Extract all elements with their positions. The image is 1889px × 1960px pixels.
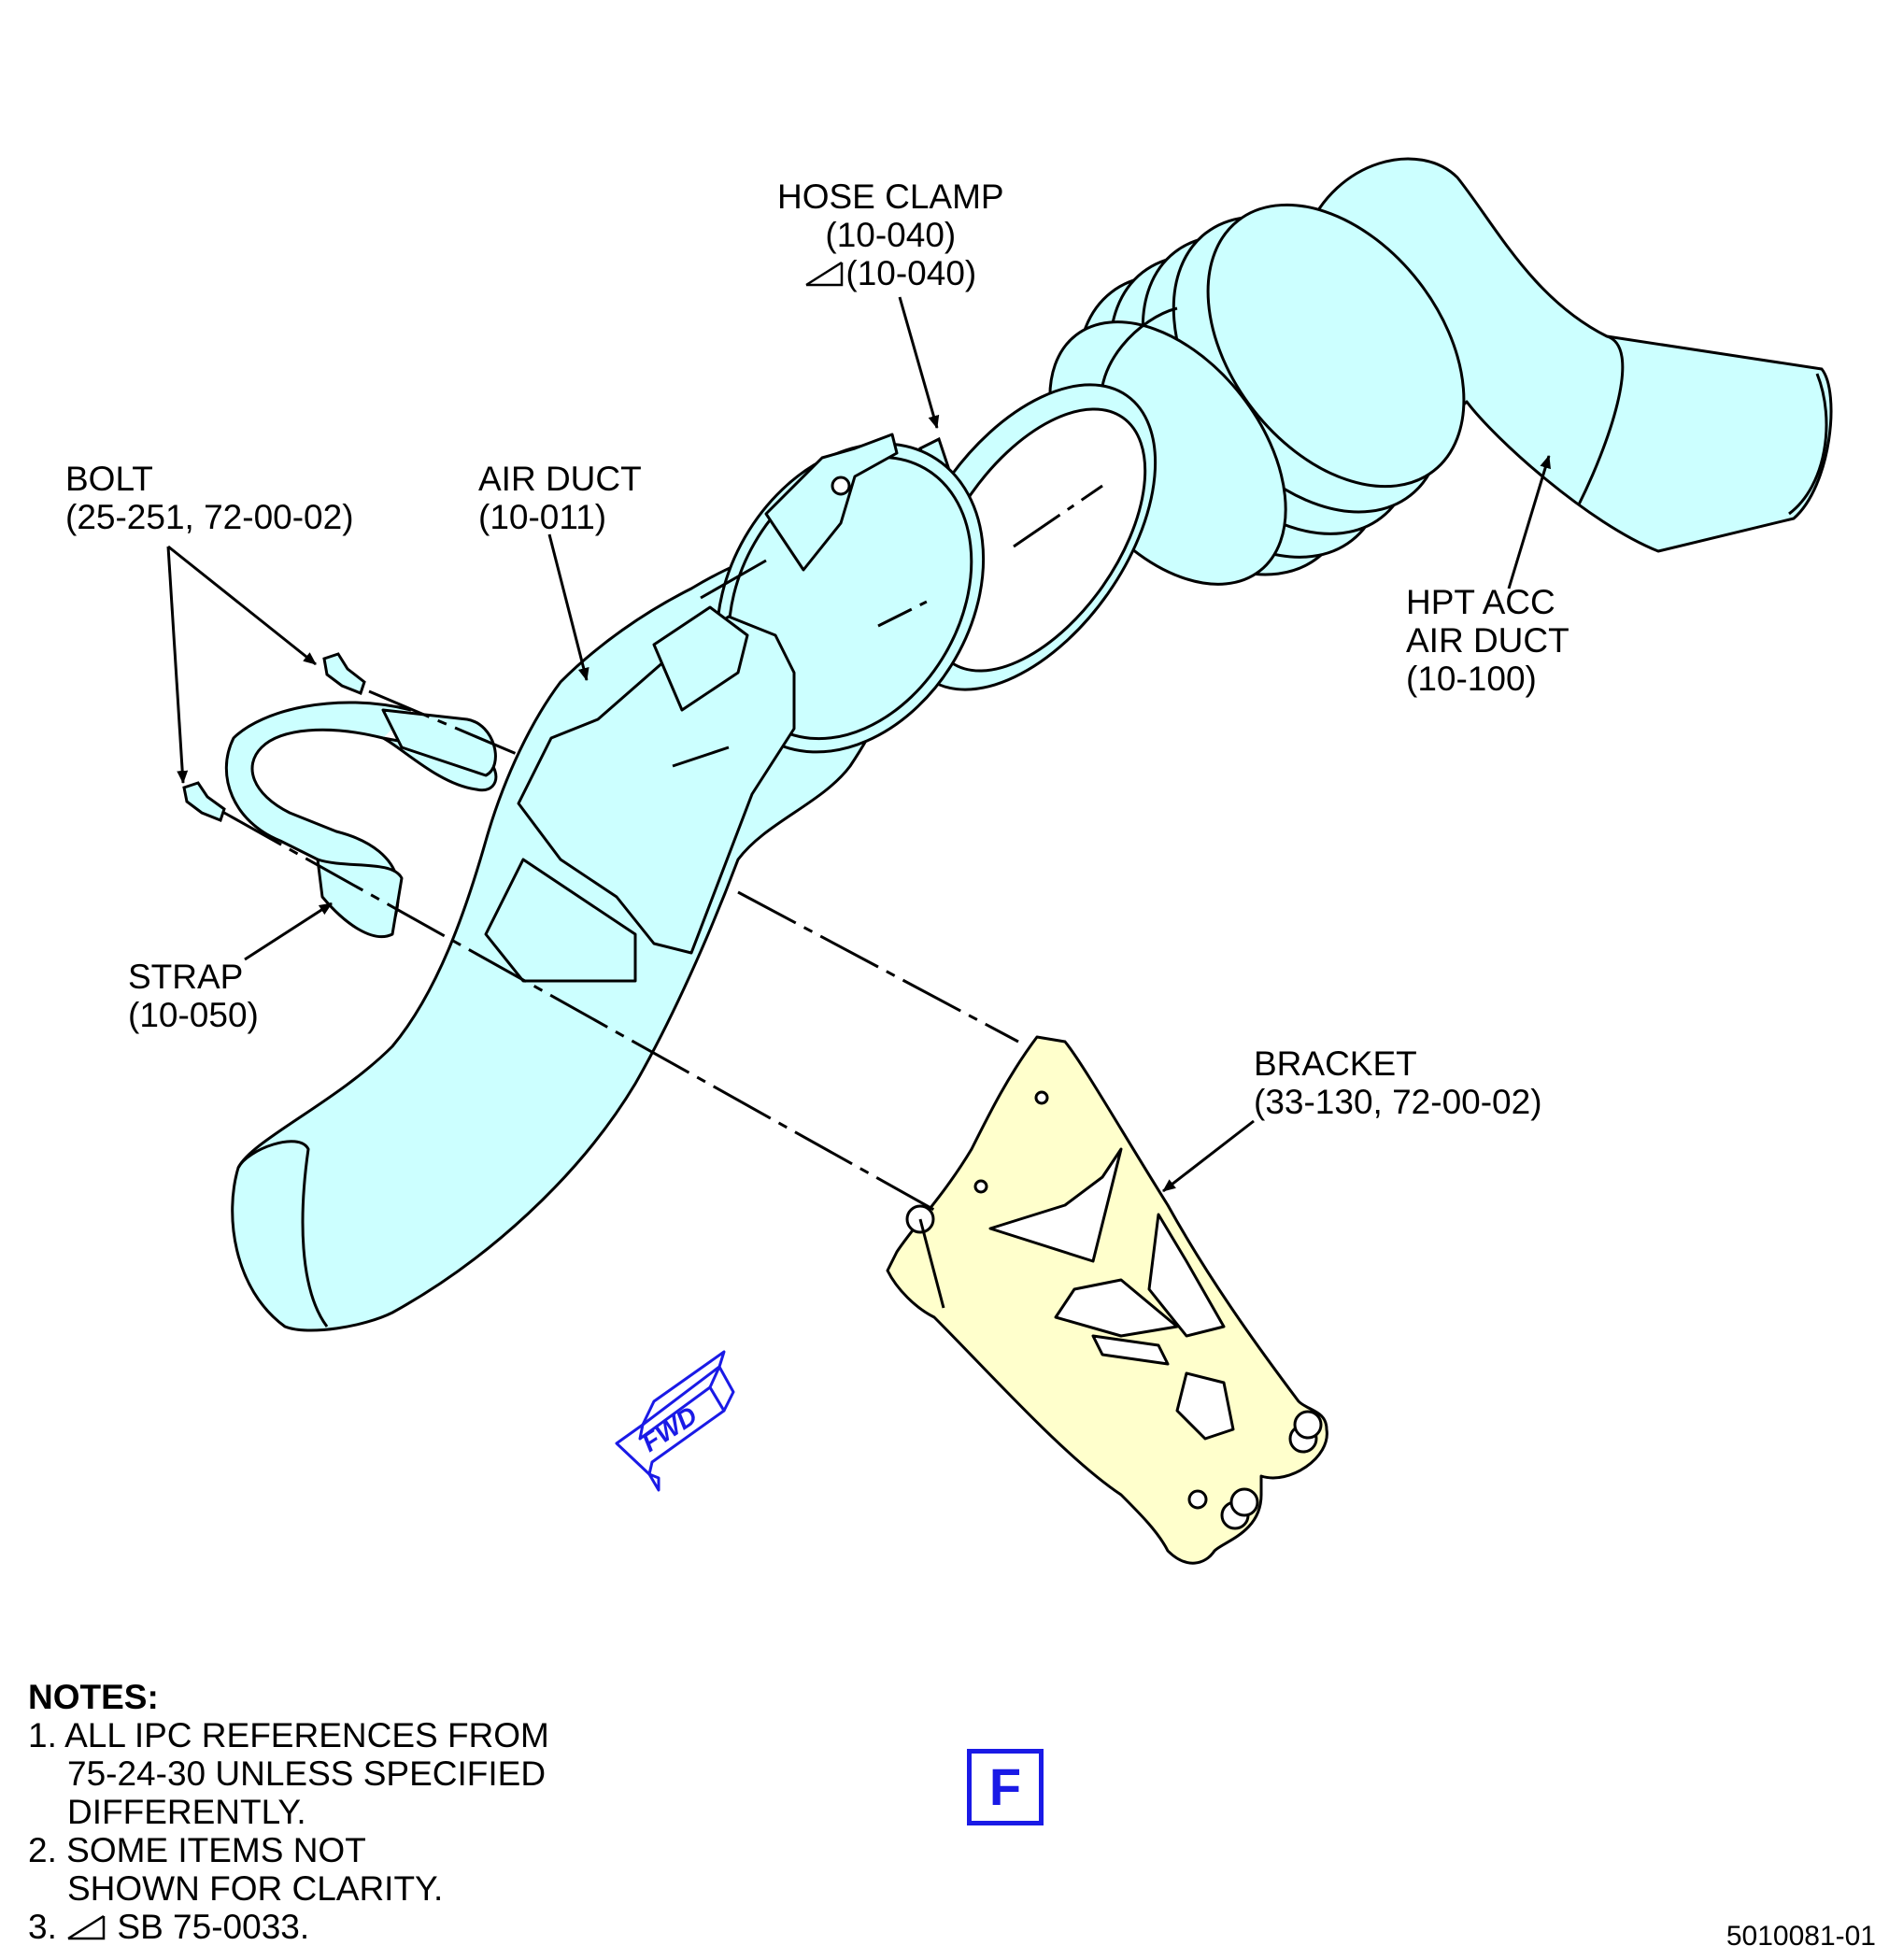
strap-name: STRAP	[128, 958, 244, 996]
hpt-acc-line2: AIR DUCT	[1406, 621, 1569, 660]
hpt-acc-air-duct-label: HPT ACC AIR DUCT (10-100)	[1406, 583, 1569, 698]
bracket-name: BRACKET	[1254, 1044, 1417, 1083]
note-1-line-2: 75-24-30 UNLESS SPECIFIED	[67, 1754, 547, 1793]
note-2-line-1: 2. SOME ITEMS NOT	[28, 1831, 366, 1869]
air-duct-label: AIR DUCT (10-011)	[478, 460, 642, 536]
leader-lines	[166, 296, 1551, 1193]
strap-ref: (10-050)	[128, 996, 259, 1034]
bracket	[886, 1035, 1328, 1565]
hpt-acc-line1: HPT ACC	[1406, 583, 1555, 621]
note-3-prefix: 3.	[28, 1908, 57, 1946]
hose-clamp-ref: (10-040)	[825, 216, 957, 254]
hose-clamp-label: HOSE CLAMP (10-040) (10-040)	[777, 178, 1004, 292]
hose-clamp-ref-sb: (10-040)	[777, 254, 1004, 292]
hpt-acc-ref: (10-100)	[1406, 660, 1537, 698]
bolt-label: BOLT (25-251, 72-00-02)	[65, 460, 354, 536]
note-3-text: SB 75-0033.	[117, 1908, 310, 1946]
bracket-label: BRACKET (33-130, 72-00-02)	[1254, 1044, 1542, 1121]
note-1-line-1: 1. ALL IPC REFERENCES FROM	[28, 1716, 549, 1754]
air-duct-ref: (10-011)	[478, 498, 607, 536]
bracket-ref: (33-130, 72-00-02)	[1254, 1083, 1542, 1121]
sheet-letter-box: F	[967, 1749, 1044, 1825]
notes-block: NOTES: 1. ALL IPC REFERENCES FROM 75-24-…	[28, 1678, 549, 1946]
bolt	[182, 652, 366, 822]
sb-triangle-icon	[67, 1914, 106, 1940]
note-1-line-3: DIFFERENTLY.	[67, 1793, 306, 1831]
notes-title: NOTES:	[28, 1678, 159, 1716]
bolt-name: BOLT	[65, 460, 153, 498]
strap	[224, 701, 498, 939]
hose-clamp-ref-sb-text: (10-040)	[845, 254, 977, 292]
figure-number: 5010081-01	[1726, 1921, 1876, 1952]
alignment-lines	[223, 689, 1019, 1212]
air-duct-name: AIR DUCT	[478, 460, 642, 498]
note-3: 3. SB 75-0033.	[28, 1908, 549, 1946]
fwd-arrow: FWD	[615, 1350, 735, 1492]
note-2-line-2: SHOWN FOR CLARITY.	[67, 1869, 444, 1908]
hose-clamp-name: HOSE CLAMP	[777, 178, 1004, 216]
strap-label: STRAP (10-050)	[128, 958, 259, 1034]
sb-triangle-icon	[805, 261, 844, 287]
bolt-ref: (25-251, 72-00-02)	[65, 498, 354, 536]
air-duct	[231, 433, 986, 1332]
